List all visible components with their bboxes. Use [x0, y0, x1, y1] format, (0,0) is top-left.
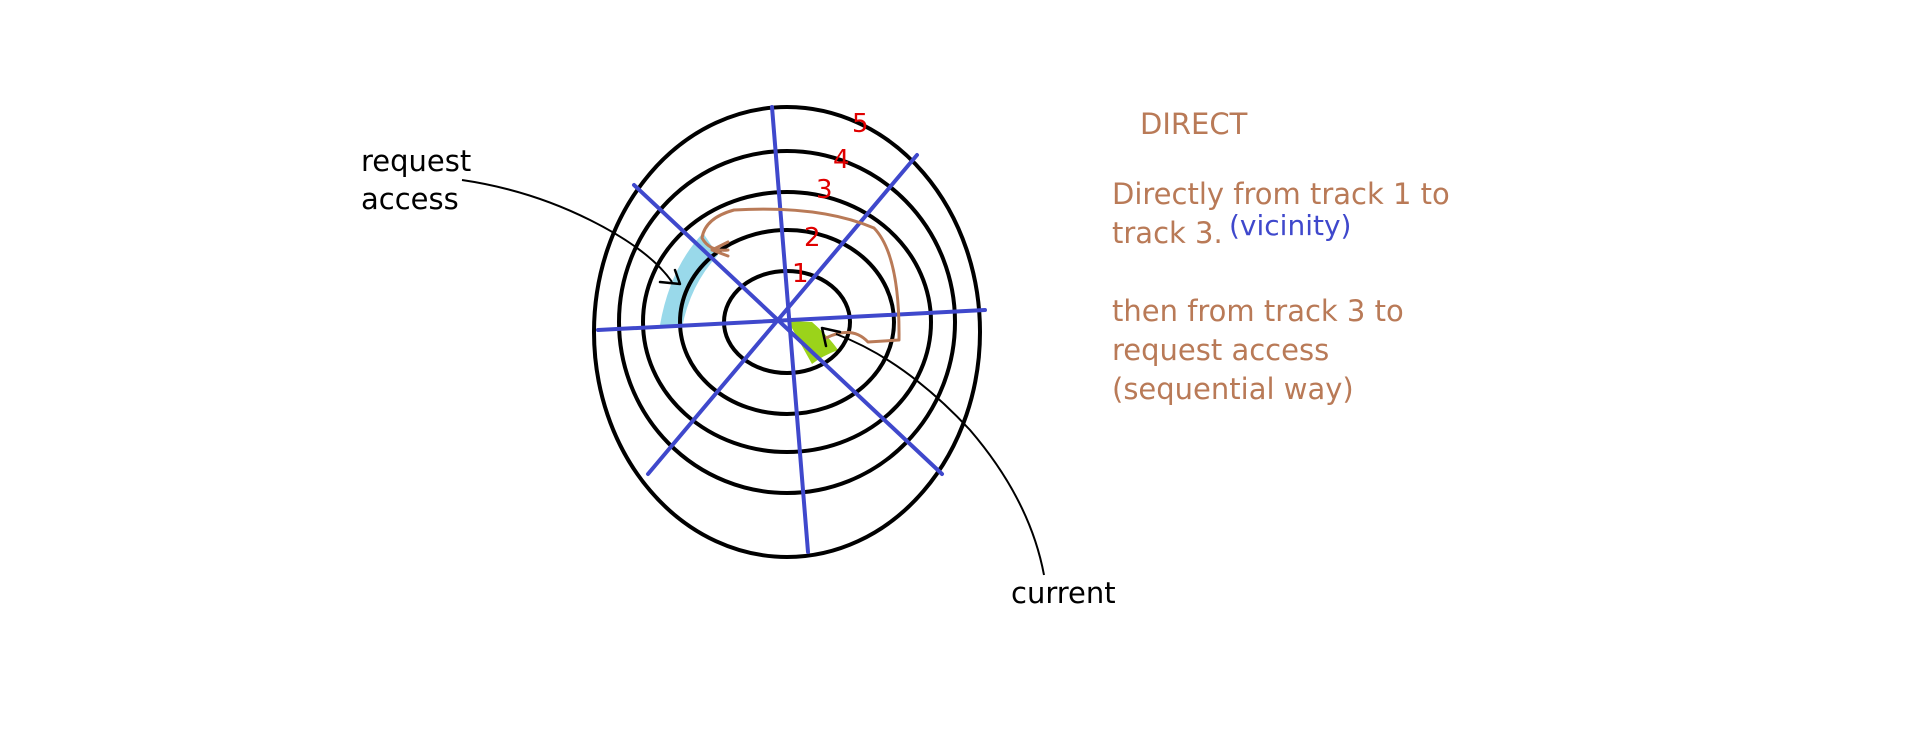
track-number-4: 4: [833, 145, 850, 175]
track-4: [617, 149, 957, 495]
access-path-arrowhead: [710, 240, 730, 258]
track-number-2: 2: [804, 223, 821, 253]
notes-line1: Directly from track 1 to: [1112, 177, 1450, 211]
track-5: [592, 105, 982, 559]
notes-vicinity: (vicinity): [1229, 209, 1351, 242]
sector-line-horizontal: [596, 308, 987, 332]
track-number-3: 3: [816, 175, 833, 205]
current-pointer: [835, 333, 1045, 576]
track-3: [641, 190, 933, 454]
notes-line5: (sequential way): [1112, 372, 1354, 406]
request-access-label-line2: access: [361, 182, 459, 216]
notes-line3: then from track 3 to: [1112, 294, 1404, 328]
disk-tracks: [592, 105, 982, 559]
track-number-labels: 1 2 3 4 5: [792, 109, 869, 289]
request-access-pointer: [461, 179, 673, 283]
sector-lines: [596, 105, 987, 554]
request-access-sector: [660, 233, 718, 328]
notes-line2: track 3.: [1112, 216, 1223, 250]
notes-heading: DIRECT: [1140, 107, 1248, 141]
sector-line-diagonal-a: [632, 183, 944, 476]
track-2: [678, 228, 896, 416]
track-number-5: 5: [852, 109, 869, 139]
notes: DIRECT Directly from track 1 to track 3.…: [1112, 107, 1450, 406]
request-access-arrowhead: [658, 268, 682, 286]
current-label: current: [1011, 576, 1116, 610]
notes-line4: request access: [1112, 333, 1329, 367]
current-sector: [788, 321, 838, 364]
access-path: [700, 207, 901, 344]
request-access-label-line1: request: [361, 144, 471, 178]
current-arrowhead: [820, 326, 842, 348]
track-number-1: 1: [792, 259, 809, 289]
sector-line-diagonal-b: [646, 153, 919, 476]
